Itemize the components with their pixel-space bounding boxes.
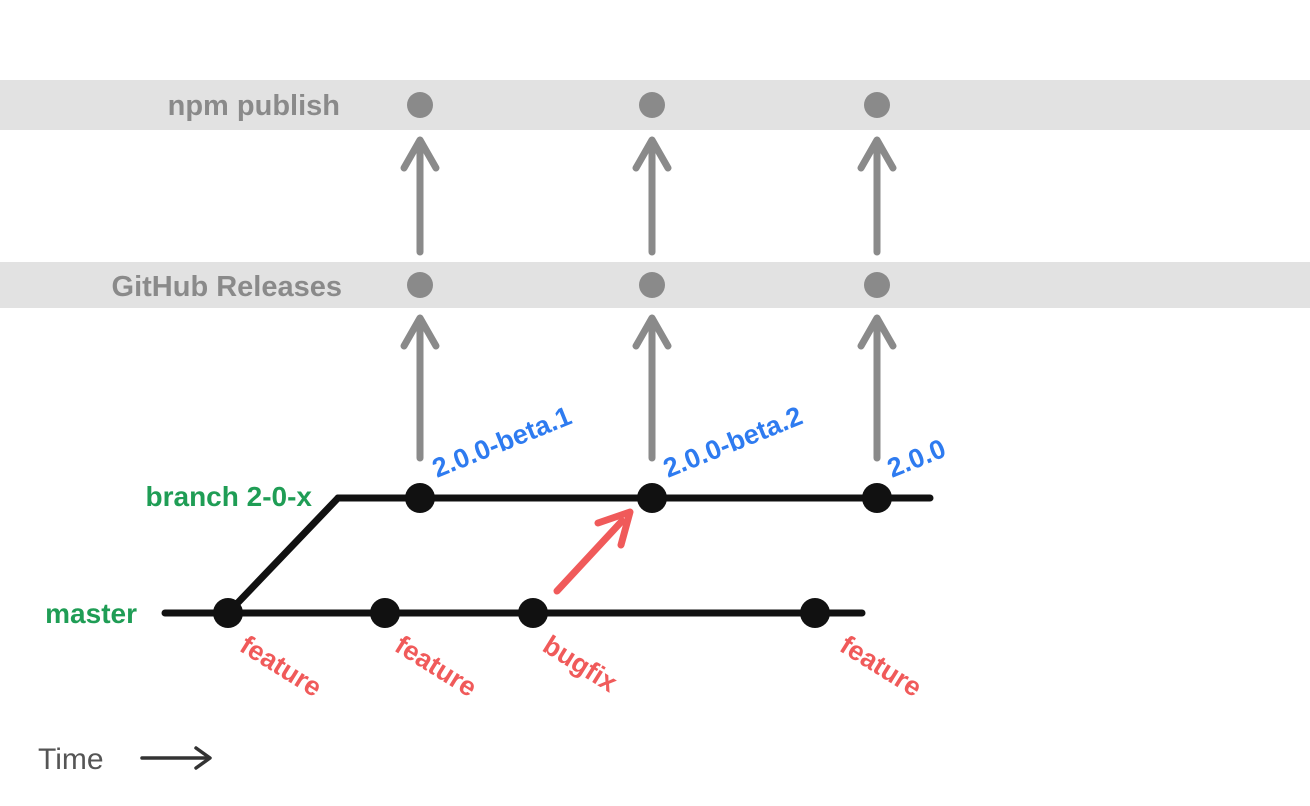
- npm-publish-dot: [639, 92, 665, 118]
- master-commit-dot: [213, 598, 243, 628]
- commit-label: feature: [235, 630, 327, 703]
- github-releases-label: GitHub Releases: [112, 271, 342, 303]
- time-axis-arrow: [140, 746, 212, 770]
- release-arrow: [857, 314, 897, 462]
- release-commit-dot: [637, 483, 667, 513]
- time-axis-label: Time: [38, 743, 104, 776]
- version-tag: 2.0.0-beta.1: [428, 401, 576, 484]
- version-tag: 2.0.0: [883, 433, 950, 483]
- release-branch-label: branch 2-0-x: [146, 481, 313, 512]
- publish-arrow: [632, 136, 672, 256]
- master-commit-dot: [370, 598, 400, 628]
- branch-fork-line: [224, 494, 342, 617]
- cherry-pick-arrow: [553, 508, 634, 595]
- release-arrow: [632, 314, 672, 462]
- npm-publish-label: npm publish: [168, 90, 340, 122]
- release-arrow: [400, 314, 440, 462]
- master-commit-dot: [518, 598, 548, 628]
- commit-label: feature: [390, 630, 482, 703]
- npm-publish-dot: [864, 92, 890, 118]
- github-release-dot: [407, 272, 433, 298]
- master-commit-dot: [800, 598, 830, 628]
- version-tag: 2.0.0-beta.2: [659, 401, 807, 484]
- publish-arrow: [857, 136, 897, 256]
- release-commit-dot: [862, 483, 892, 513]
- release-commit-dot: [405, 483, 435, 513]
- master-branch-label: master: [45, 598, 137, 629]
- commit-label: bugfix: [538, 630, 623, 698]
- npm-publish-dot: [407, 92, 433, 118]
- commit-label: feature: [835, 630, 927, 703]
- github-release-dot: [639, 272, 665, 298]
- publish-arrow: [400, 136, 440, 256]
- github-release-dot: [864, 272, 890, 298]
